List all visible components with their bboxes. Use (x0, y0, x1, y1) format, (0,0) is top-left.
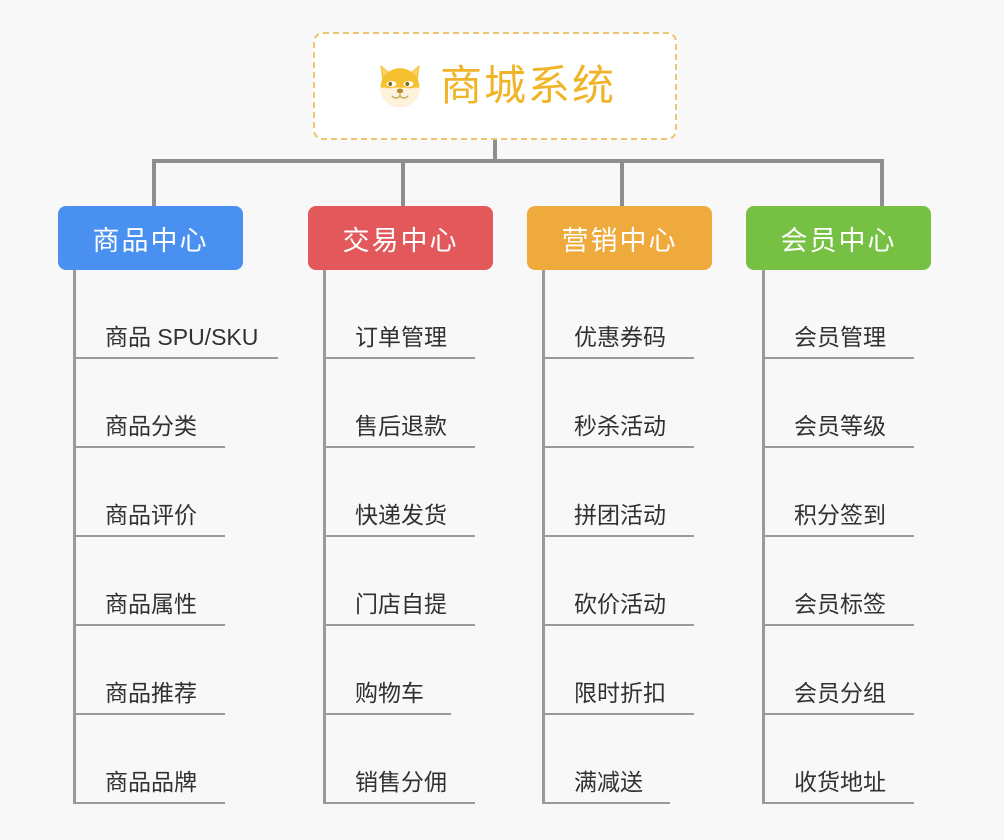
leaf-rule (73, 446, 225, 448)
branch-trunk-2 (542, 270, 545, 804)
category-box-1[interactable]: 交易中心 (308, 206, 493, 270)
leaf-label-1-1: 售后退款 (355, 413, 447, 439)
category-label-3: 会员中心 (780, 225, 897, 256)
branch-2: 优惠券码 秒杀活动 拼团活动 砍价活动 限时折扣 满减送 (542, 270, 694, 804)
category-label-2: 营销中心 (561, 225, 678, 256)
list-item[interactable]: 会员标签 (762, 537, 914, 626)
leaf-rule (73, 802, 225, 804)
leaf-rule (323, 446, 475, 448)
list-item[interactable]: 满减送 (542, 715, 680, 804)
leaf-rule (73, 713, 225, 715)
list-item[interactable]: 积分签到 (762, 448, 914, 537)
leaf-label-3-1: 会员等级 (794, 413, 886, 439)
leaf-label-1-0: 订单管理 (355, 324, 447, 350)
leaf-label-0-0: 商品 SPU/SKU (105, 324, 259, 350)
list-item[interactable]: 快递发货 (323, 448, 475, 537)
leaf-label-3-3: 会员标签 (794, 591, 886, 617)
leaf-rule (762, 713, 914, 715)
list-item[interactable]: 商品分类 (73, 359, 272, 448)
leaf-rule (323, 802, 475, 804)
leaf-label-2-5: 满减送 (574, 769, 643, 795)
list-item[interactable]: 商品评价 (73, 448, 272, 537)
leaf-rule (73, 357, 278, 359)
list-item[interactable]: 商品属性 (73, 537, 272, 626)
leaf-rule (762, 357, 914, 359)
leaf-label-3-2: 积分签到 (794, 502, 886, 528)
list-item[interactable]: 购物车 (323, 626, 461, 715)
connector-drop-3 (880, 159, 884, 206)
list-item[interactable]: 门店自提 (323, 537, 475, 626)
list-item[interactable]: 会员等级 (762, 359, 914, 448)
list-item[interactable]: 商品推荐 (73, 626, 272, 715)
leaf-label-2-1: 秒杀活动 (574, 413, 666, 439)
leaf-rule (323, 713, 451, 715)
list-item[interactable]: 订单管理 (323, 270, 475, 359)
category-label-0: 商品中心 (92, 225, 209, 256)
list-item[interactable]: 售后退款 (323, 359, 475, 448)
branch-trunk-3 (762, 270, 765, 804)
connector-drop-0 (152, 159, 156, 206)
list-item[interactable]: 砍价活动 (542, 537, 694, 626)
list-item[interactable]: 优惠券码 (542, 270, 694, 359)
category-label-1: 交易中心 (342, 225, 459, 256)
category-box-2[interactable]: 营销中心 (527, 206, 712, 270)
list-item[interactable]: 收货地址 (762, 715, 914, 804)
leaf-rule (762, 624, 914, 626)
branch-0: 商品 SPU/SKU 商品分类 商品评价 商品属性 商品推荐 商品品牌 (73, 270, 278, 804)
leaf-label-2-4: 限时折扣 (574, 680, 666, 706)
leaf-label-0-2: 商品评价 (105, 502, 197, 528)
leaf-rule (542, 446, 694, 448)
category-box-0[interactable]: 商品中心 (58, 206, 243, 270)
category-box-3[interactable]: 会员中心 (746, 206, 931, 270)
leaf-label-1-2: 快递发货 (355, 502, 447, 528)
connector-drop-2 (620, 159, 624, 206)
leaf-label-0-3: 商品属性 (105, 591, 197, 617)
leaf-rule (323, 535, 475, 537)
connector-root-stem (493, 140, 497, 162)
leaf-label-1-5: 销售分佣 (355, 769, 447, 795)
leaf-rule (762, 535, 914, 537)
branch-3: 会员管理 会员等级 积分签到 会员标签 会员分组 收货地址 (762, 270, 914, 804)
list-item[interactable]: 秒杀活动 (542, 359, 694, 448)
leaf-rule (323, 357, 475, 359)
leaf-rule (762, 446, 914, 448)
leaf-rule (762, 802, 914, 804)
leaf-rule (542, 624, 694, 626)
list-item[interactable]: 限时折扣 (542, 626, 694, 715)
leaf-rule (73, 535, 225, 537)
leaf-label-0-5: 商品品牌 (105, 769, 197, 795)
list-item[interactable]: 商品 SPU/SKU (73, 270, 278, 359)
leaf-label-0-1: 商品分类 (105, 413, 197, 439)
leaf-rule (542, 535, 694, 537)
list-item[interactable]: 拼团活动 (542, 448, 694, 537)
leaf-label-1-3: 门店自提 (355, 591, 447, 617)
leaf-label-0-4: 商品推荐 (105, 680, 197, 706)
shiba-dog-face-icon (380, 64, 420, 108)
leaf-label-2-0: 优惠券码 (574, 324, 666, 350)
leaf-label-3-4: 会员分组 (794, 680, 886, 706)
leaf-rule (73, 624, 225, 626)
leaf-label-3-5: 收货地址 (794, 769, 886, 795)
connector-drop-1 (401, 159, 405, 206)
leaf-label-3-0: 会员管理 (794, 324, 886, 350)
root-node[interactable]: 商城系统 (313, 32, 677, 140)
list-item[interactable]: 会员分组 (762, 626, 914, 715)
leaf-rule (542, 802, 670, 804)
leaf-label-2-3: 砍价活动 (574, 591, 666, 617)
leaf-label-2-2: 拼团活动 (574, 502, 666, 528)
leaf-rule (542, 357, 694, 359)
leaf-rule (542, 713, 694, 715)
root-title: 商城系统 (439, 62, 616, 109)
branch-trunk-0 (73, 270, 76, 804)
connector-horizontal-bus (152, 159, 884, 163)
list-item[interactable]: 商品品牌 (73, 715, 272, 804)
branch-trunk-1 (323, 270, 326, 804)
branch-1: 订单管理 售后退款 快递发货 门店自提 购物车 销售分佣 (323, 270, 475, 804)
leaf-rule (323, 624, 475, 626)
list-item[interactable]: 销售分佣 (323, 715, 475, 804)
leaf-label-1-4: 购物车 (355, 680, 424, 706)
list-item[interactable]: 会员管理 (762, 270, 914, 359)
